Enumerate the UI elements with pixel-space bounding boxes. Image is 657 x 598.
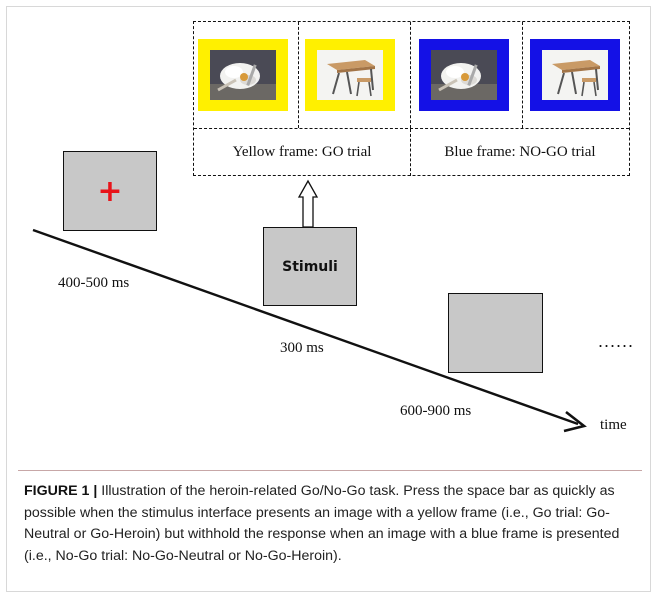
stimulus-examples-panel: Yellow frame: GO trial Blue frame: NO-GO… — [193, 21, 630, 176]
stimuli-duration: 300 ms — [280, 340, 324, 356]
blue-frame — [530, 39, 620, 111]
stimuli-label: Stimuli — [282, 258, 338, 275]
desk-image — [542, 50, 608, 100]
blue-neutral-cell — [523, 22, 629, 128]
figure-caption: FIGURE 1 | Illustration of the heroin-re… — [24, 481, 638, 567]
go-trial-caption: Yellow frame: GO trial — [194, 129, 411, 176]
blue-heroin-cell — [411, 22, 523, 128]
heroin-image — [210, 50, 276, 100]
figure-label: FIGURE 1 | — [24, 483, 98, 499]
yellow-frame — [305, 39, 395, 111]
blue-frame — [419, 39, 509, 111]
stimulus-caption-row: Yellow frame: GO trial Blue frame: NO-GO… — [194, 128, 629, 176]
blank-duration: 600-900 ms — [400, 403, 472, 419]
caption-divider — [18, 470, 642, 471]
time-axis-arrowhead — [563, 410, 587, 433]
heroin-image — [431, 50, 497, 100]
desk-image — [317, 50, 383, 100]
nogo-trial-caption: Blue frame: NO-GO trial — [444, 144, 596, 160]
fixation-duration: 400-500 ms — [58, 275, 130, 291]
figure-caption-text: Illustration of the heroin-related Go/No… — [24, 483, 620, 564]
stimuli-screen: Stimuli — [263, 227, 357, 306]
yellow-heroin-cell — [194, 22, 299, 128]
yellow-frame — [198, 39, 288, 111]
timeline-graphic — [32, 179, 587, 433]
blank-screen — [448, 293, 543, 373]
task-diagram: Yellow frame: GO trial Blue frame: NO-GO… — [32, 21, 635, 433]
fixation-cross: + — [97, 173, 123, 209]
fixation-screen: + — [63, 151, 157, 231]
time-axis-label: time — [600, 417, 627, 433]
continuation-ellipsis: ...... — [598, 331, 635, 351]
yellow-neutral-cell — [299, 22, 411, 128]
up-arrow — [297, 179, 319, 228]
time-axis-line — [32, 228, 579, 426]
